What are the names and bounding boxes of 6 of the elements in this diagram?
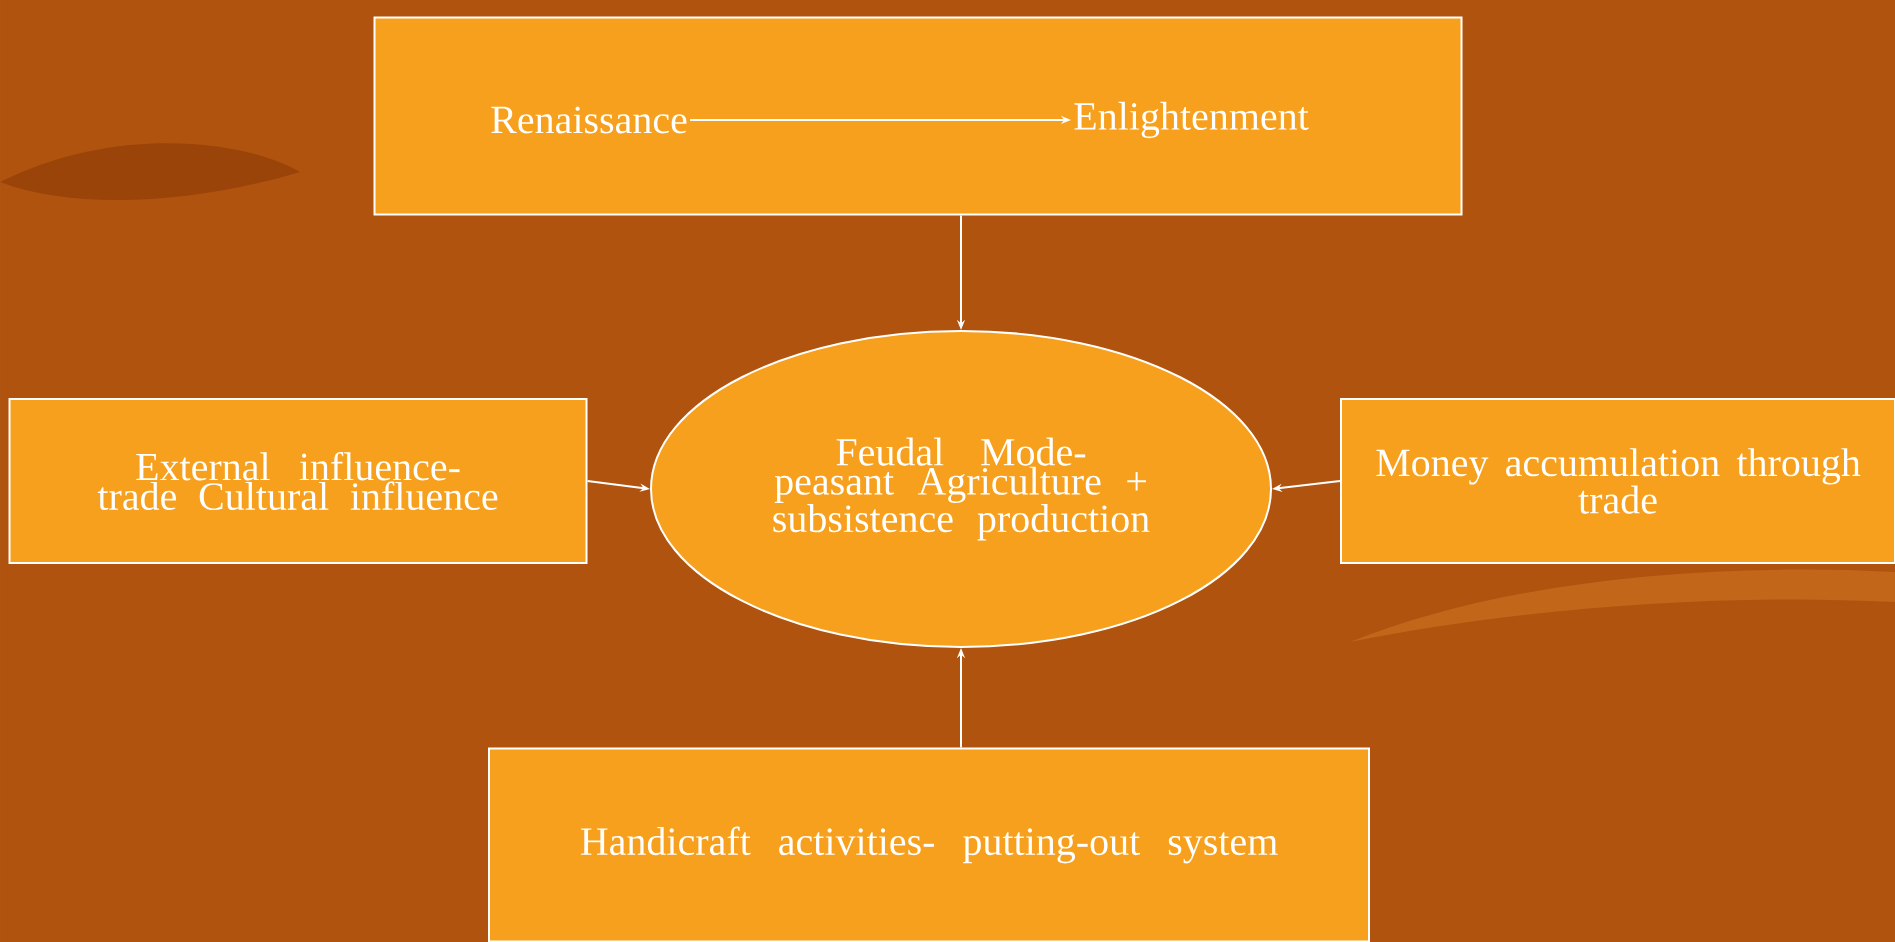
box-text: Enlightenment bbox=[1074, 101, 1309, 139]
process-box: Money accumulation through trade bbox=[1340, 398, 1895, 564]
outer-box bbox=[373, 16, 1463, 216]
box-text: Renaissance bbox=[491, 106, 687, 134]
process-box: External influence-trade Cultural influence bbox=[8, 398, 588, 564]
process-box: Handicraft activities- putting-out system bbox=[488, 747, 1370, 942]
